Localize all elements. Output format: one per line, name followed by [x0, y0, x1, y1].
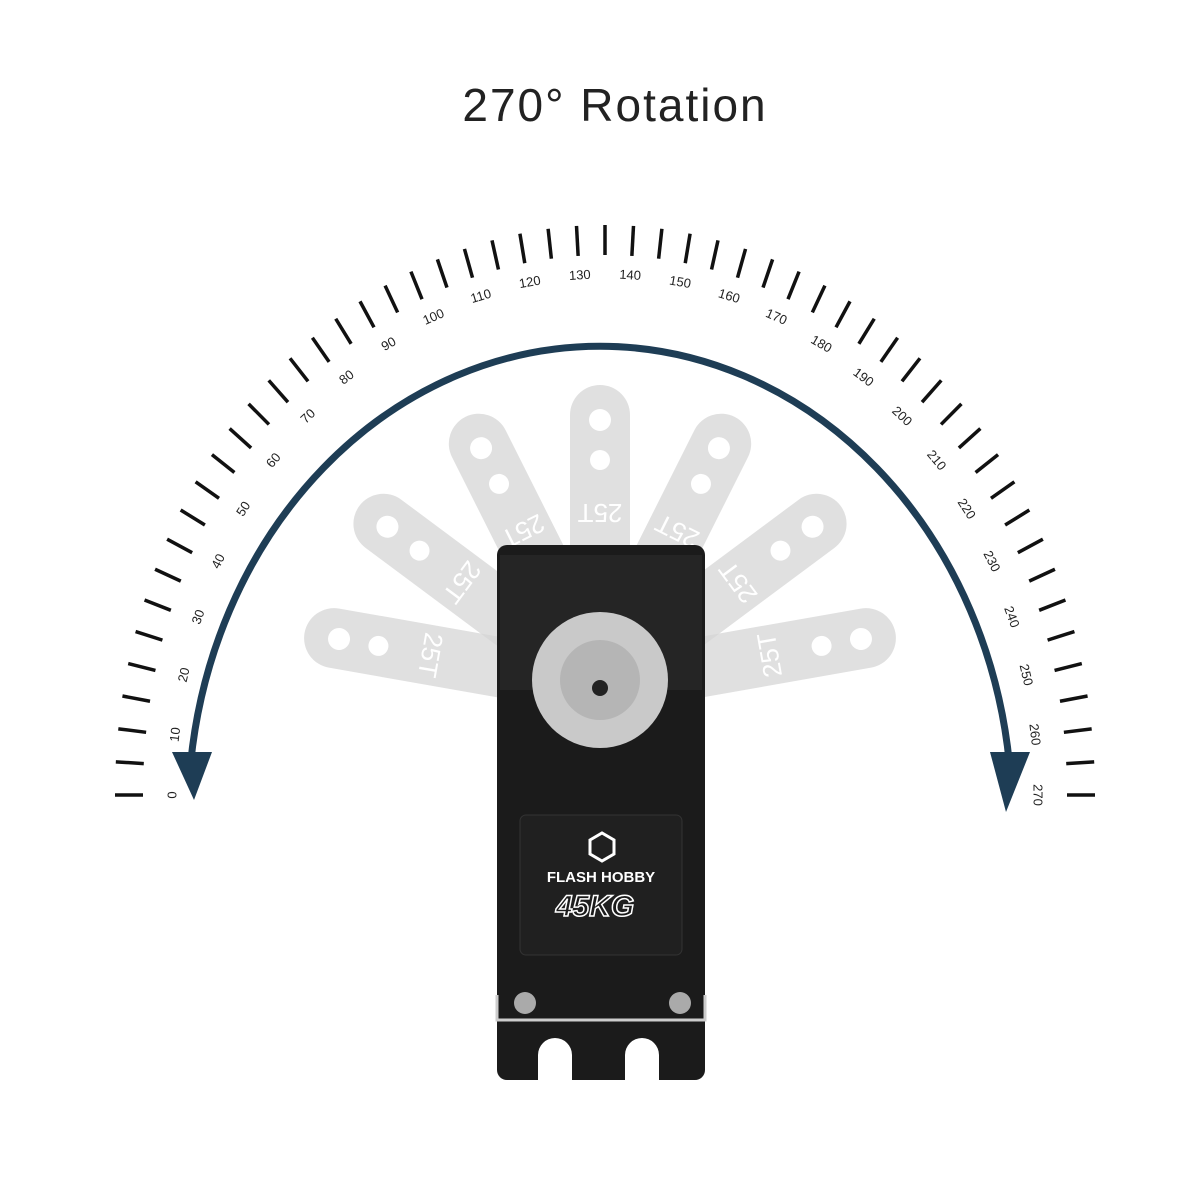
- rotation-arc: [186, 342, 1014, 771]
- scale-tick: [135, 629, 163, 642]
- scale-tick: [1066, 760, 1095, 766]
- scale-tick: [1063, 727, 1092, 735]
- scale-tick: [683, 233, 692, 264]
- scale-label: 240: [1001, 604, 1023, 630]
- scale-tick: [1059, 694, 1088, 703]
- scale-label: 270: [1031, 784, 1046, 806]
- scale-tick: [462, 248, 475, 279]
- scale-label: 110: [469, 286, 493, 306]
- scale-label: 40: [208, 551, 228, 571]
- scale-label: 160: [717, 286, 742, 307]
- flash-hobby-logo-icon: [588, 831, 616, 863]
- servo-body: FLASH HOBBY 45KG: [495, 545, 707, 1080]
- scale-tick: [288, 357, 310, 383]
- scale-label: 20: [175, 666, 193, 684]
- brand-label: FLASH HOBBY: [547, 869, 655, 886]
- scale-tick: [1047, 629, 1075, 642]
- scale-tick: [383, 284, 400, 314]
- scale-tick: [127, 661, 156, 673]
- scale-tick: [490, 239, 501, 270]
- scale-tick: [118, 727, 147, 735]
- scale-tick: [228, 427, 253, 450]
- scale-tick: [900, 357, 922, 383]
- scale-tick: [194, 480, 221, 500]
- scale-tick: [957, 427, 982, 450]
- scale-label: 10: [167, 726, 184, 742]
- scale-tick: [574, 225, 580, 257]
- scale-label: 30: [189, 607, 208, 626]
- diagram-title: 270° Rotation: [462, 79, 768, 131]
- scale-tick: [879, 336, 900, 363]
- scale-tick: [143, 598, 172, 612]
- scale-tick: [1004, 508, 1031, 527]
- scale-label: 150: [668, 273, 692, 292]
- scale-tick: [834, 300, 852, 329]
- scale-tick: [857, 317, 876, 345]
- scale-tick: [1054, 661, 1083, 673]
- scale-tick: [786, 270, 801, 300]
- arrow-right-icon: [990, 752, 1030, 812]
- scale-tick: [334, 317, 353, 345]
- scale-tick: [210, 453, 236, 474]
- scale-tick: [709, 239, 720, 270]
- scale-tick: [1017, 537, 1044, 555]
- scale-tick: [920, 379, 943, 404]
- scale-tick: [358, 300, 376, 329]
- scale-tick: [546, 228, 554, 259]
- scale-tick: [735, 248, 748, 279]
- scale-tick: [409, 270, 424, 300]
- scale-label: 0: [164, 791, 179, 798]
- torque-label: 45KG: [555, 890, 634, 923]
- scale-label: 90: [378, 334, 398, 354]
- scale-tick: [115, 760, 144, 766]
- scale-tick: [989, 480, 1016, 500]
- scale-tick: [154, 567, 182, 583]
- scale-label: 250: [1017, 663, 1037, 688]
- arrow-left-icon: [172, 752, 212, 800]
- scale-label: 260: [1026, 723, 1043, 746]
- scale-tick: [310, 336, 331, 363]
- scale-label: 80: [336, 367, 357, 388]
- scale-tick: [1038, 598, 1067, 612]
- scale-label: 130: [569, 267, 592, 283]
- scale-tick: [179, 508, 206, 527]
- scale-tick: [630, 225, 636, 257]
- scale-tick: [518, 233, 527, 264]
- scale-label: 140: [619, 267, 642, 283]
- scale-tick: [267, 379, 290, 404]
- scale-label: 50: [233, 499, 253, 519]
- scale-tick: [166, 537, 193, 555]
- scale-tick: [810, 284, 827, 314]
- scale-tick: [656, 228, 664, 259]
- scale-tick: [939, 402, 963, 426]
- scale-tick: [122, 694, 151, 703]
- scale-tick: [435, 258, 449, 289]
- scale-label: 120: [518, 273, 542, 292]
- scale-tick: [247, 402, 271, 426]
- scale-tick: [974, 453, 1000, 474]
- scale-tick: [761, 258, 775, 289]
- horn-label: 25T: [577, 498, 622, 528]
- scale-tick: [1028, 567, 1056, 583]
